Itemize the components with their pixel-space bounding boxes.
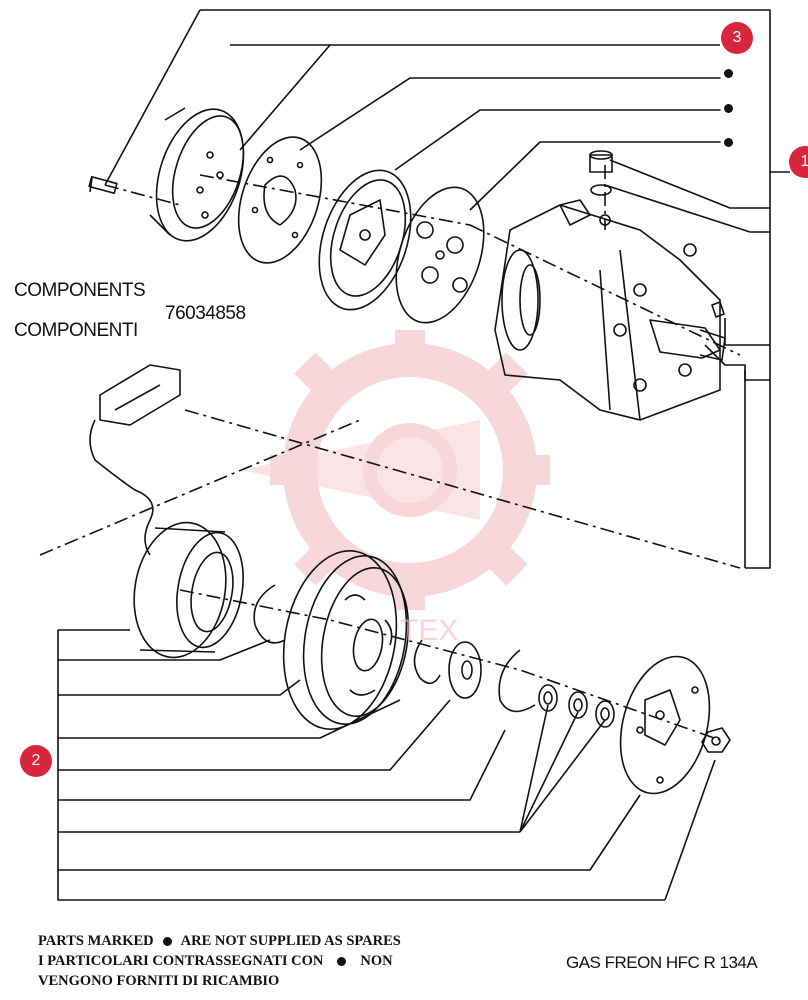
key-part xyxy=(711,301,725,318)
leader-screw xyxy=(104,9,201,186)
snap-ring-2 xyxy=(413,639,441,685)
footnote-line-3: VENGONO FORNITI DI RICAMBIO xyxy=(38,973,280,989)
components-label-en: COMPONENTS xyxy=(14,280,146,301)
shim-3 xyxy=(595,700,615,728)
footnote-line-2: I PARTICOLARI CONTRASSEGNATI CON NON xyxy=(38,953,393,970)
footnote-text: PARTS MARKED xyxy=(38,933,154,949)
clutch-cover-part xyxy=(149,107,245,242)
footnote-text: ARE NOT SUPPLIED AS SPARES xyxy=(180,933,401,949)
plug-part xyxy=(589,150,613,173)
snap-ring-1 xyxy=(253,584,286,644)
snap-ring-3 xyxy=(498,649,536,713)
leader-washer xyxy=(604,184,770,233)
leader-bracket-1 xyxy=(200,9,771,569)
friction-plate-part xyxy=(237,136,323,264)
not-supplied-marker xyxy=(724,69,733,78)
footnote-line-1: PARTS MARKED ARE NOT SUPPLIED AS SPARES xyxy=(38,933,401,950)
leader-plug xyxy=(609,159,770,209)
leader-shaft xyxy=(704,344,770,381)
field-coil-part xyxy=(133,521,244,659)
leader-bracket-2 xyxy=(57,630,665,901)
shim-1 xyxy=(538,684,558,712)
footnote-text: I PARTICOLARI CONTRASSEGNATI CON xyxy=(38,953,324,969)
bearing-part xyxy=(448,641,482,699)
not-supplied-marker xyxy=(724,104,733,113)
compressor-body-part xyxy=(494,199,726,421)
washer-part xyxy=(590,184,612,196)
front-plate-part xyxy=(619,655,711,795)
bullet-dot-icon xyxy=(162,936,172,946)
hub-plate-part xyxy=(318,169,412,311)
not-supplied-marker xyxy=(724,138,733,147)
footnote-text: NON xyxy=(360,953,393,969)
screw-part xyxy=(88,176,118,194)
watermark-gear-icon xyxy=(240,330,550,610)
callout-badge-1[interactable]: 1 xyxy=(789,146,808,178)
leader-cover xyxy=(230,44,720,151)
shim-2 xyxy=(568,691,588,719)
leader-plate-2 xyxy=(394,109,721,171)
components-label-it: COMPONENTI xyxy=(14,320,138,341)
armature-plate-part xyxy=(395,186,485,324)
pulley-part xyxy=(282,550,410,730)
connector-cable-part xyxy=(89,364,181,556)
callout-badge-3[interactable]: 3 xyxy=(721,22,753,54)
leader-key xyxy=(724,318,770,346)
part-number-label: 76034858 xyxy=(165,303,246,324)
nut-part xyxy=(701,727,731,753)
leader-plate-1 xyxy=(299,77,721,151)
svg-text:TEX: TEX xyxy=(400,614,458,647)
leader-plate-3 xyxy=(469,141,721,211)
bullet-dot-icon xyxy=(337,956,347,966)
gas-type-label: GAS FREON HFC R 134A xyxy=(566,953,758,972)
callout-badge-2[interactable]: 2 xyxy=(20,745,52,777)
